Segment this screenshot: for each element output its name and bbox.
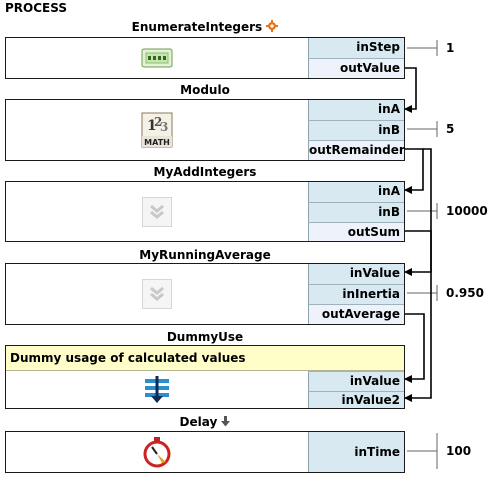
param-value-inb-modulo[interactable]: 5 [446, 122, 455, 136]
wire-outremainder-to-ina [403, 148, 424, 194]
port-ina[interactable]: inA [308, 100, 404, 120]
list-arrow-icon [6, 371, 308, 408]
svg-text:2: 2 [154, 115, 162, 129]
port-inb[interactable]: inB [308, 202, 404, 222]
port-outsum[interactable]: outSum [308, 222, 404, 241]
block-my-add-integers[interactable]: inA inB outSum [5, 181, 405, 242]
block-comment: Dummy usage of calculated values [6, 346, 404, 371]
block-my-running-average[interactable]: inValue inInertia outAverage [5, 263, 405, 325]
gear-icon [266, 20, 279, 35]
block-dummy-use[interactable]: Dummy usage of calculated values inValue… [5, 345, 405, 409]
subgraph-chevron-icon [6, 264, 308, 324]
param-value-inb-add[interactable]: 10000 [446, 204, 488, 218]
port-outaverage[interactable]: outAverage [308, 304, 404, 324]
param-value-ininertia[interactable]: 0.950 [446, 286, 484, 300]
port-instep[interactable]: inStep [308, 38, 404, 58]
block-title-delay[interactable]: Delay [5, 415, 405, 430]
block-title-modulo[interactable]: Modulo [180, 83, 230, 97]
param-bracket-ininertia [407, 285, 438, 301]
param-value-intime[interactable]: 100 [446, 444, 472, 458]
block-title-dummy-use[interactable]: DummyUse [166, 330, 244, 344]
svg-text:3: 3 [160, 120, 168, 134]
block-title-enumerate-integers[interactable]: EnumerateIntegers [5, 20, 405, 35]
port-ininertia[interactable]: inInertia [308, 284, 404, 304]
block-modulo[interactable]: 1 2 3 MATH inA inB outRemainder [5, 99, 405, 161]
block-title-my-add-integers[interactable]: MyAddIntegers [153, 165, 257, 179]
math-book-icon: 1 2 3 MATH [6, 100, 308, 160]
param-value-instep[interactable]: 1 [446, 41, 455, 55]
port-inb[interactable]: inB [308, 120, 404, 140]
port-ina[interactable]: inA [308, 182, 404, 202]
param-bracket-inb-modulo [407, 121, 438, 137]
wire-outvalue-to-ina [403, 67, 417, 113]
block-title-my-running-average[interactable]: MyRunningAverage [139, 248, 271, 262]
port-outvalue[interactable]: outValue [308, 58, 404, 78]
port-invalue[interactable]: inValue [308, 371, 404, 391]
port-invalue2[interactable]: inValue2 [308, 391, 404, 408]
block-enumerate-integers[interactable]: inStep outValue [5, 37, 405, 79]
numbers-card-icon [6, 38, 308, 78]
wire-outsum-to-invalue [403, 230, 432, 276]
svg-text:1: 1 [147, 118, 157, 134]
param-bracket-inb-add [407, 203, 438, 219]
down-arrow-icon [221, 416, 231, 430]
port-outremainder[interactable]: outRemainder [308, 140, 405, 160]
param-bracket-instep [407, 40, 438, 56]
port-intime[interactable]: inTime [308, 432, 404, 472]
wire-outaverage-to-invalue [403, 313, 425, 383]
wire-outremainder-to-invalue2 [404, 148, 432, 402]
subgraph-chevron-icon [6, 182, 308, 241]
block-delay[interactable]: inTime [5, 431, 405, 473]
svg-text:MATH: MATH [144, 138, 170, 147]
param-bracket-intime [407, 433, 438, 469]
port-invalue[interactable]: inValue [308, 264, 404, 284]
stopwatch-icon [6, 432, 308, 472]
process-title: PROCESS [5, 1, 67, 15]
